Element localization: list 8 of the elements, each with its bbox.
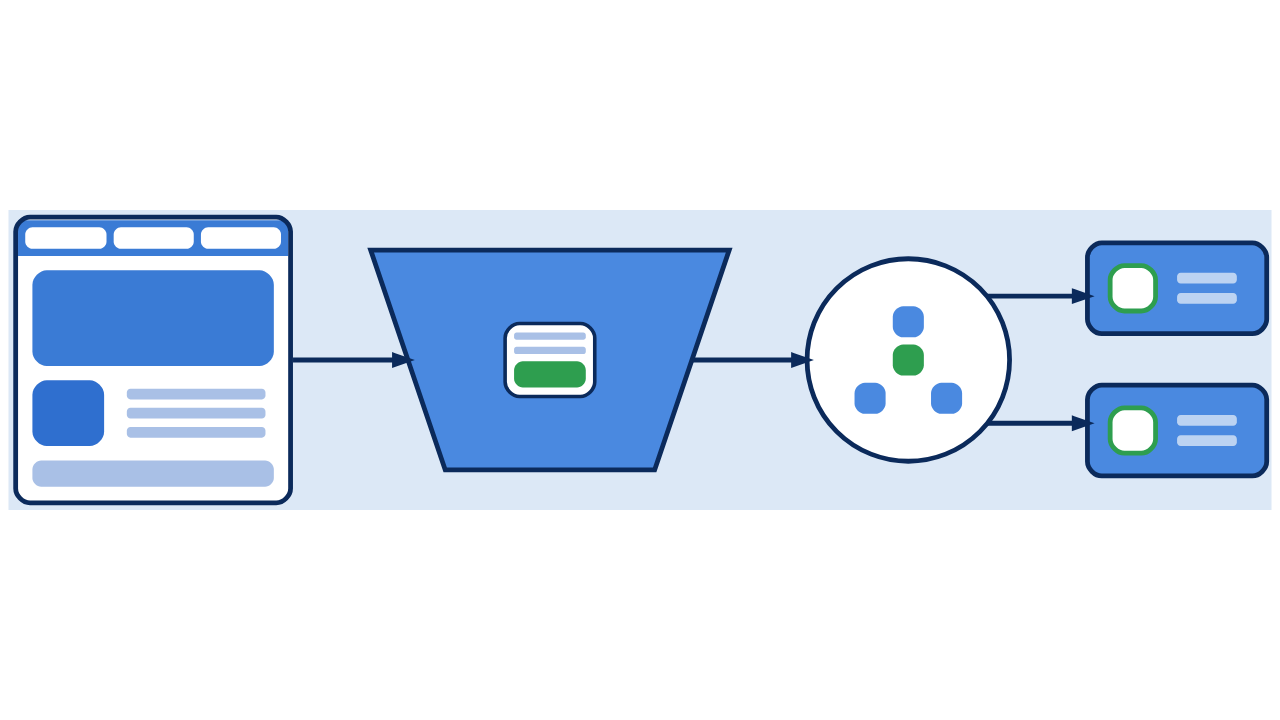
- node-box: [1085, 382, 1270, 479]
- arrow: [293, 352, 415, 368]
- arrow: [692, 352, 814, 368]
- node-picture: [804, 256, 1012, 464]
- node-box: [1085, 240, 1270, 337]
- arrow: [987, 288, 1095, 305]
- node-picture: [367, 247, 733, 473]
- arrow: [987, 415, 1095, 432]
